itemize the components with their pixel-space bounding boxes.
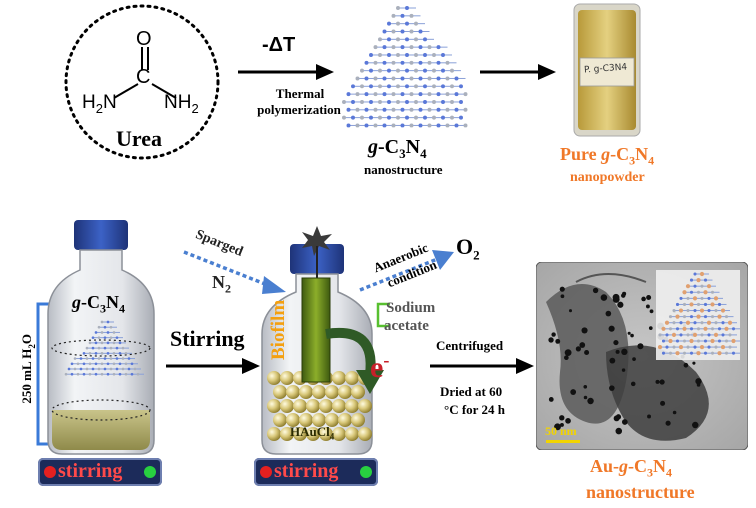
stirring-label: Stirring [170,326,245,351]
arrow1-bottom-label-2: polymerization [257,102,341,117]
product-label-2: nanostructure [586,482,695,502]
tem-lattice [657,271,740,356]
haucl4-label: HAuCl4 [290,424,335,442]
scale-bar-label: 50 nm [545,424,577,438]
arrow-stirring [166,358,260,374]
n2-arrow [183,250,286,294]
stirrer1-label: stirring [58,460,123,482]
bottle1-lattice [64,320,144,376]
stirrer2-label: stirring [274,460,339,482]
stirrer1-green-light [144,466,156,478]
dried-label-2: °C for 24 h [444,402,505,417]
arrow1-top-label: -ΔT [262,34,296,56]
o2-label: O2 [456,234,480,263]
stirrer-2 [254,458,378,486]
urea-label: Urea [116,126,163,151]
stirrer1-red-light [44,466,56,478]
urea-h2n: H2N [82,92,117,116]
gcn-label: g-C3N4 [368,136,427,161]
pure-sublabel: nanopowder [570,170,645,185]
o2-arrow [359,250,454,292]
centrifuged-label: Centrifuged [436,338,504,353]
dried-label-1: Dried at 60 [440,384,503,399]
gcn-lattice [342,6,468,128]
gcn-sublabel: nanostructure [364,162,443,177]
urea-carbon: C [136,66,151,88]
arrow1-bottom-label-1: Thermal [275,86,325,101]
stirrer-1 [38,458,162,486]
arrow-thermal [238,64,334,80]
electron-arrow [325,327,384,394]
powder-vial [573,3,641,137]
bottle1-label: g-C3N4 [72,292,125,316]
sodium-label: Sodium [386,300,436,316]
stirrer2-green-light [360,466,372,478]
stirrer2-red-light [260,466,272,478]
sodium-bracket [376,302,390,328]
pure-label: Pure g-C3N4 [560,144,655,168]
product-label-1: Au-g-C3N4 [590,456,673,480]
n2-label: N2 [212,272,231,296]
urea-oxygen: O [136,28,152,50]
volume-bracket [36,302,52,446]
scale-bar [546,440,580,443]
acetate-label: acetate [384,318,429,334]
arrow-to-powder [480,64,556,80]
electron-label: e- [370,350,390,384]
arrow-centrifuge [430,358,534,374]
urea-circle [64,4,220,160]
urea-nh2: NH2 [164,92,199,116]
bottle-2 [261,226,373,455]
bottle-1 [47,220,155,455]
